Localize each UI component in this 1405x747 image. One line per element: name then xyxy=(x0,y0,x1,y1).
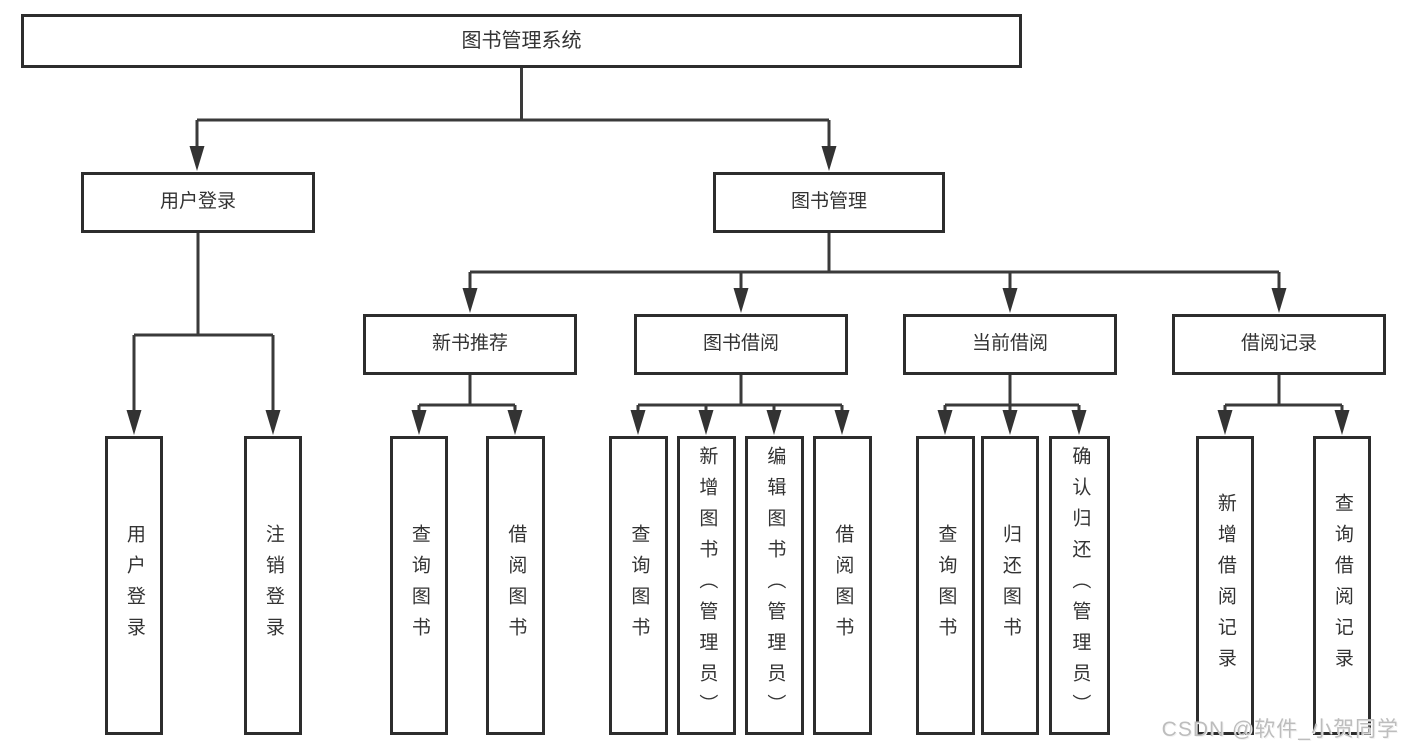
leaf-label: 注销登录 xyxy=(262,523,284,648)
csdn-watermark: CSDN @软件_小贺同学 xyxy=(1161,718,1399,741)
leaf-label: 用户登录 xyxy=(123,523,145,648)
leaf-label: 编辑图书（管理员） xyxy=(764,446,786,725)
leaf-confirm-return-admin: 确认归还（管理员） xyxy=(1049,436,1110,735)
leaf-borrow-books: 借阅图书 xyxy=(813,436,872,735)
leaf-label: 归还图书 xyxy=(999,523,1021,648)
leaf-query-books-recommend: 查询图书 xyxy=(390,436,448,735)
leaf-edit-book-admin: 编辑图书（管理员） xyxy=(745,436,804,735)
leaf-add-book-admin: 新增图书（管理员） xyxy=(677,436,736,735)
leaf-label: 借阅图书 xyxy=(832,523,854,648)
leaf-user-login: 用户登录 xyxy=(105,436,163,735)
node-current-borrowing: 当前借阅 xyxy=(903,314,1117,375)
leaf-query-books-borrow: 查询图书 xyxy=(609,436,668,735)
node-book-management: 图书管理 xyxy=(713,172,945,233)
node-label: 图书管理 xyxy=(790,191,867,213)
node-library-system: 图书管理系统 xyxy=(21,14,1022,68)
node-book-borrowing: 图书借阅 xyxy=(634,314,848,375)
node-label: 新书推荐 xyxy=(431,333,508,355)
node-label: 用户登录 xyxy=(159,191,236,213)
leaf-label: 查询借阅记录 xyxy=(1331,492,1353,679)
leaf-label: 查询图书 xyxy=(628,523,650,648)
leaf-add-borrow-record: 新增借阅记录 xyxy=(1196,436,1254,735)
node-user-login: 用户登录 xyxy=(81,172,315,233)
leaf-label: 借阅图书 xyxy=(505,523,527,648)
leaf-label: 新增借阅记录 xyxy=(1214,492,1236,679)
leaf-borrow-books-recommend: 借阅图书 xyxy=(486,436,545,735)
leaf-return-book: 归还图书 xyxy=(981,436,1039,735)
node-borrowing-records: 借阅记录 xyxy=(1172,314,1386,375)
leaf-query-borrow-record: 查询借阅记录 xyxy=(1313,436,1371,735)
leaf-label: 新增图书（管理员） xyxy=(696,446,718,725)
leaf-label: 查询图书 xyxy=(935,523,957,648)
node-label: 借阅记录 xyxy=(1240,333,1317,355)
node-label: 图书借阅 xyxy=(702,333,779,355)
leaf-label: 确认归还（管理员） xyxy=(1069,446,1091,725)
node-label: 图书管理系统 xyxy=(461,30,582,52)
leaf-logout: 注销登录 xyxy=(244,436,302,735)
leaf-query-books-current: 查询图书 xyxy=(916,436,975,735)
leaf-label: 查询图书 xyxy=(408,523,430,648)
node-label: 当前借阅 xyxy=(971,333,1048,355)
node-new-book-recommend: 新书推荐 xyxy=(363,314,577,375)
